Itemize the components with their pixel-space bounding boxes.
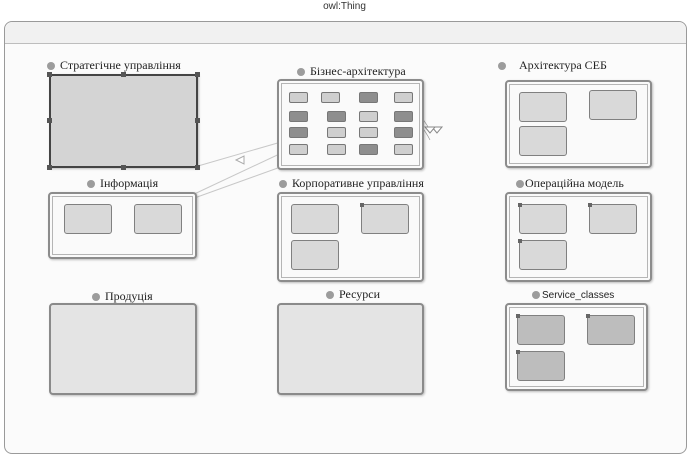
- class-label-corporate-governance: Корпоративне управління: [279, 176, 424, 190]
- subclass-node[interactable]: [327, 111, 346, 122]
- node-marker: [516, 350, 520, 354]
- subclass-node[interactable]: [289, 127, 308, 138]
- subclass-node[interactable]: [516, 314, 565, 345]
- class-label-information: Інформація: [87, 176, 158, 190]
- class-bullet-icon: [47, 62, 55, 70]
- subclass-node[interactable]: [516, 350, 565, 381]
- resize-handle[interactable]: [47, 165, 52, 170]
- subclass-node[interactable]: [394, 111, 413, 122]
- class-label-seb-architecture: Архітектура СЕБ: [498, 58, 607, 72]
- subclass-node[interactable]: [289, 111, 308, 122]
- node-marker: [586, 314, 590, 318]
- class-bullet-icon: [92, 293, 100, 301]
- resize-handle[interactable]: [195, 72, 200, 77]
- class-label-service-classes: Service_classes: [532, 289, 614, 303]
- subclass-node[interactable]: [519, 92, 567, 122]
- subclass-node[interactable]: [327, 127, 346, 138]
- root-class-label: owl:Thing: [323, 1, 366, 12]
- class-box-business-architecture[interactable]: [277, 79, 424, 170]
- class-box-service-classes[interactable]: [505, 303, 648, 391]
- class-box-resources[interactable]: [277, 303, 424, 395]
- owl-thing-header-bar: [5, 22, 686, 44]
- resize-handle[interactable]: [195, 165, 200, 170]
- class-box-information[interactable]: [48, 192, 197, 259]
- subclass-node[interactable]: [518, 239, 567, 270]
- node-marker: [518, 203, 522, 207]
- class-label-operational-model: Операційна модель: [516, 176, 624, 190]
- resize-handle[interactable]: [47, 118, 52, 123]
- node-marker: [518, 239, 522, 243]
- class-bullet-icon: [532, 291, 540, 299]
- resize-handle[interactable]: [195, 118, 200, 123]
- node-marker: [516, 314, 520, 318]
- subclass-node[interactable]: [589, 90, 637, 120]
- edge-arrowhead: [234, 155, 245, 165]
- class-bullet-icon: [279, 180, 287, 188]
- class-label-resources: Ресурси: [326, 287, 380, 301]
- subclass-node[interactable]: [359, 144, 378, 155]
- edge-arrowhead: [423, 126, 437, 134]
- edge-info-business: [189, 149, 289, 197]
- class-label-products: Продуція: [92, 289, 153, 303]
- subclass-node[interactable]: [359, 127, 378, 138]
- class-bullet-icon: [516, 180, 524, 188]
- class-label-business-architecture: Бізнес-архітектура: [297, 64, 406, 78]
- subclass-node[interactable]: [588, 203, 637, 234]
- class-bullet-icon: [297, 68, 305, 76]
- resize-handle[interactable]: [121, 72, 126, 77]
- subclass-node[interactable]: [394, 92, 413, 103]
- node-marker: [588, 203, 592, 207]
- class-box-corporate-governance[interactable]: [277, 192, 424, 282]
- subclass-node[interactable]: [291, 240, 339, 270]
- class-bullet-icon: [326, 291, 334, 299]
- subclass-node[interactable]: [327, 144, 346, 155]
- node-marker: [360, 203, 364, 207]
- class-box-operational-model[interactable]: [505, 192, 652, 282]
- subclass-node[interactable]: [359, 92, 378, 103]
- subclass-node[interactable]: [134, 204, 182, 234]
- subclass-node[interactable]: [289, 92, 308, 103]
- resize-handle[interactable]: [121, 165, 126, 170]
- subclass-node[interactable]: [321, 92, 340, 103]
- edge-strategic-business: [197, 139, 289, 167]
- subclass-node[interactable]: [519, 126, 567, 156]
- class-bullet-icon: [498, 62, 506, 70]
- subclass-node[interactable]: [359, 111, 378, 122]
- subclass-node[interactable]: [291, 204, 339, 234]
- subclass-node[interactable]: [586, 314, 635, 345]
- class-bullet-icon: [87, 180, 95, 188]
- class-box-strategic[interactable]: [47, 72, 200, 170]
- subclass-node[interactable]: [394, 144, 413, 155]
- subclass-node[interactable]: [64, 204, 112, 234]
- edge-arrowhead: [430, 126, 444, 134]
- class-label-strategic: Стратегічне управління: [47, 58, 181, 72]
- class-box-products[interactable]: [49, 303, 197, 395]
- subclass-node[interactable]: [360, 203, 409, 234]
- resize-handle[interactable]: [47, 72, 52, 77]
- class-box-seb-architecture[interactable]: [505, 80, 652, 168]
- subclass-node[interactable]: [518, 203, 567, 234]
- subclass-node[interactable]: [394, 127, 413, 138]
- subclass-node[interactable]: [289, 144, 308, 155]
